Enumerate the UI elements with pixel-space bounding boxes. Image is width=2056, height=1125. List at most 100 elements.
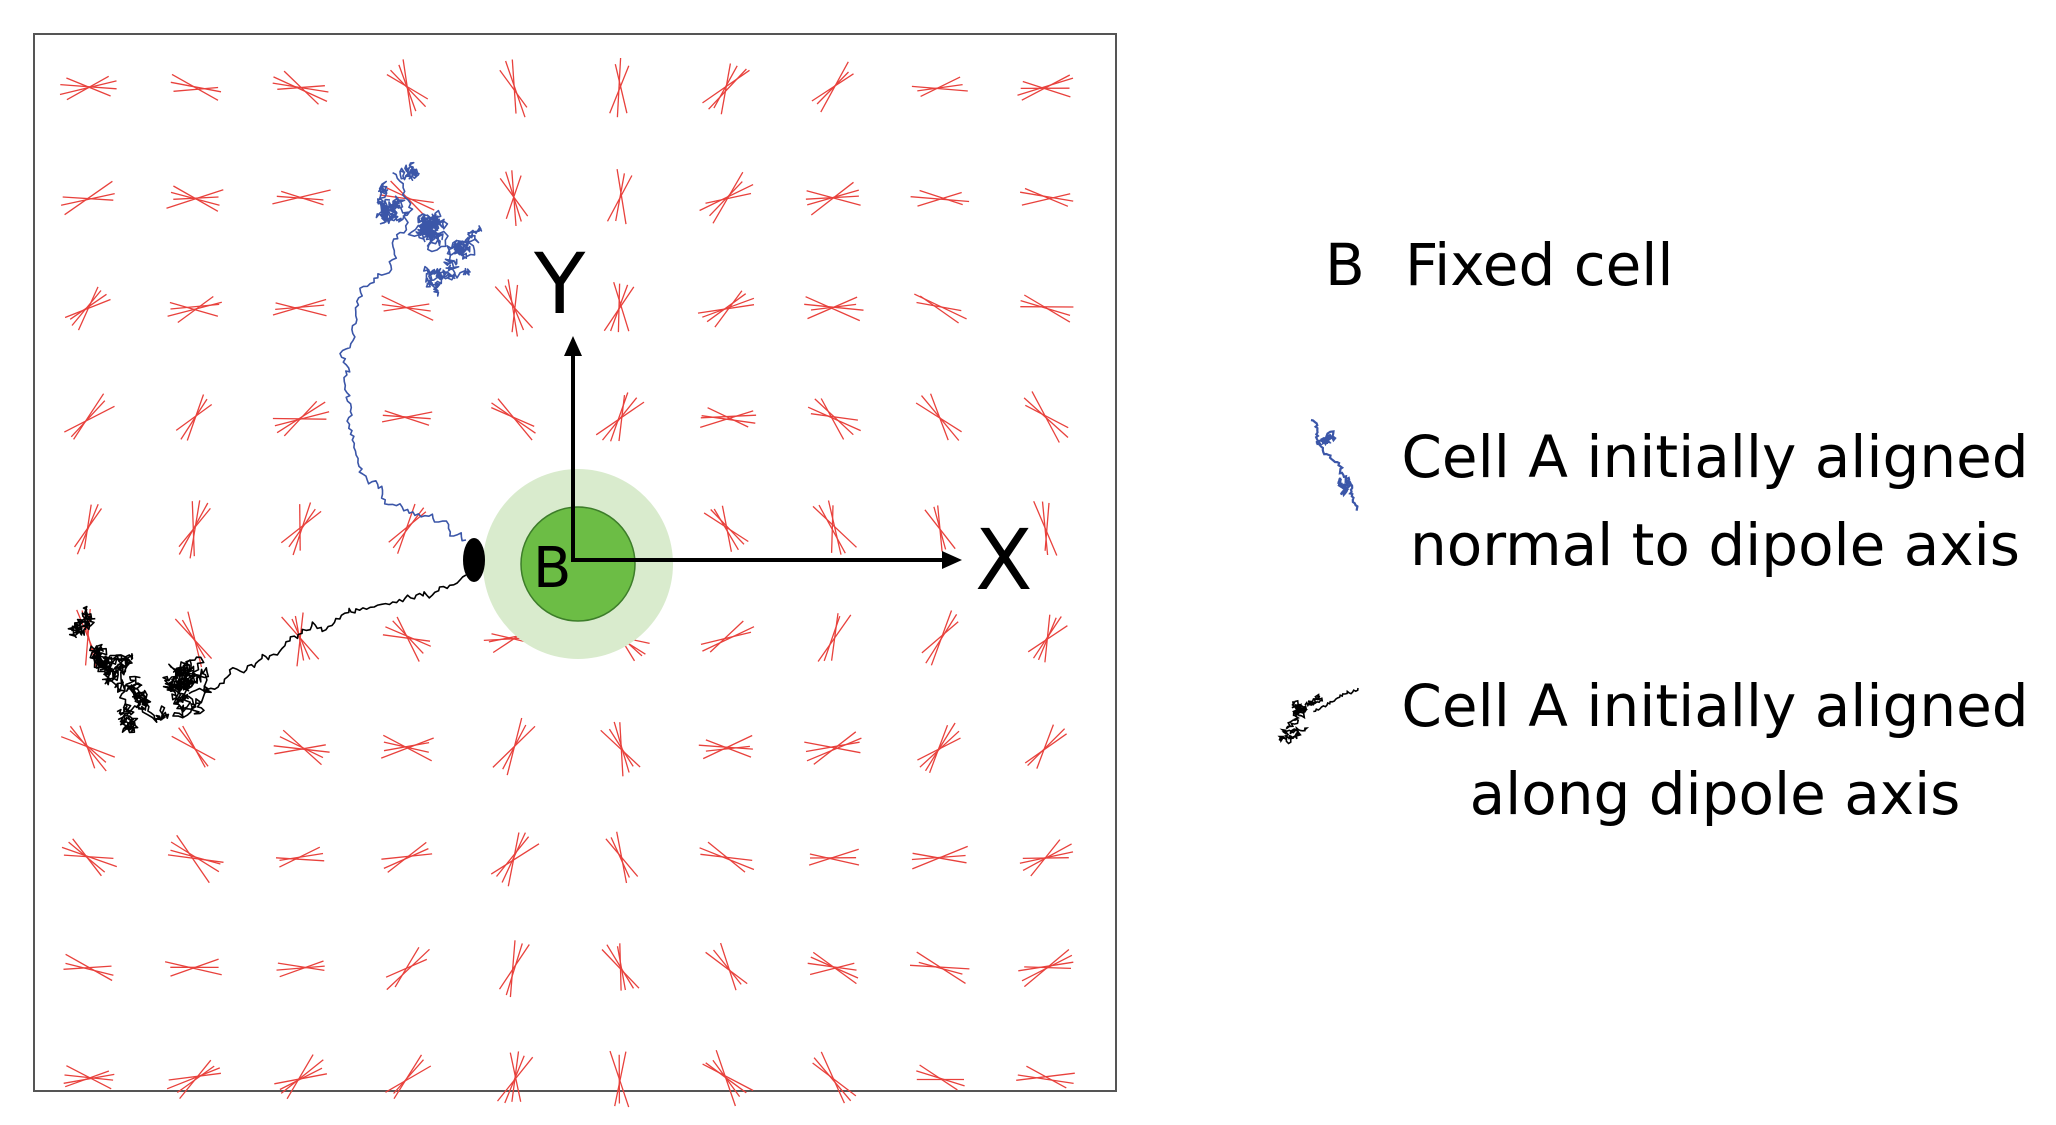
field-line xyxy=(276,401,326,434)
field-marker xyxy=(380,734,434,762)
legend-along: Cell A initially aligned along dipole ax… xyxy=(1365,662,2056,838)
field-line xyxy=(609,65,630,114)
field-marker xyxy=(807,398,861,440)
field-marker xyxy=(917,722,961,774)
field-marker xyxy=(1027,614,1068,663)
field-line xyxy=(393,1059,424,1094)
field-line xyxy=(495,836,530,877)
field-line xyxy=(616,831,628,884)
field-line xyxy=(1024,966,1072,970)
axes: Y X xyxy=(533,235,1033,609)
field-line xyxy=(61,846,118,868)
field-marker xyxy=(698,734,753,760)
field-marker xyxy=(1019,187,1074,207)
field-line xyxy=(712,171,744,224)
field-line xyxy=(83,504,92,550)
field-line xyxy=(296,612,304,667)
field-line xyxy=(699,847,755,871)
field-line xyxy=(168,1072,221,1081)
field-marker xyxy=(609,1050,630,1108)
field-line xyxy=(699,184,754,212)
field-marker xyxy=(1033,500,1058,556)
field-marker xyxy=(381,841,433,873)
legend-normal-icon xyxy=(1310,418,1359,511)
field-line xyxy=(715,1049,737,1107)
field-line xyxy=(62,196,114,201)
field-line xyxy=(504,60,526,118)
field-line xyxy=(69,730,107,763)
field-line xyxy=(1022,857,1069,860)
field-line xyxy=(807,406,861,432)
field-marker xyxy=(811,61,854,113)
y-axis-arrowhead xyxy=(564,336,582,356)
field-marker xyxy=(603,282,635,333)
field-line xyxy=(937,505,943,552)
field-marker xyxy=(498,940,530,998)
field-marker xyxy=(73,503,103,555)
field-marker xyxy=(817,613,852,662)
field-line xyxy=(810,181,854,216)
field-marker xyxy=(804,731,862,765)
field-line xyxy=(804,741,861,754)
field-line xyxy=(600,729,641,768)
field-marker xyxy=(386,59,429,117)
field-marker xyxy=(601,943,640,991)
field-line xyxy=(616,946,627,991)
field-marker xyxy=(490,832,540,887)
orientation-field xyxy=(59,57,1075,1108)
field-line xyxy=(63,965,112,970)
field-line xyxy=(707,841,746,873)
field-line xyxy=(64,298,111,319)
field-line xyxy=(396,616,420,662)
field-line xyxy=(705,739,752,758)
field-marker xyxy=(921,610,959,666)
field-line xyxy=(505,175,522,220)
field-marker xyxy=(812,500,857,555)
field-line xyxy=(273,76,328,102)
field-marker xyxy=(59,75,117,101)
field-line xyxy=(1032,616,1062,659)
field-line xyxy=(705,192,752,204)
field-line xyxy=(701,415,756,424)
field-line xyxy=(919,189,963,206)
field-line xyxy=(381,295,434,321)
field-marker xyxy=(381,410,433,426)
legend-along-icon xyxy=(1277,687,1359,745)
field-line xyxy=(1026,1065,1067,1089)
field-line xyxy=(811,73,854,102)
trajectory-along xyxy=(67,574,467,734)
field-line xyxy=(921,621,959,654)
field-line xyxy=(710,509,745,545)
field-marker xyxy=(700,620,755,653)
field-marker xyxy=(63,1065,115,1090)
field-line xyxy=(73,393,105,440)
field-line xyxy=(812,951,857,985)
field-line xyxy=(492,725,536,768)
field-marker xyxy=(911,76,968,97)
field-line xyxy=(280,510,322,544)
field-line xyxy=(276,195,324,201)
field-line xyxy=(702,69,750,104)
field-marker xyxy=(273,729,330,766)
field-line xyxy=(619,722,624,777)
field-marker xyxy=(272,70,329,105)
field-marker xyxy=(605,831,639,884)
field-line xyxy=(924,722,956,772)
field-marker xyxy=(385,946,430,991)
field-line xyxy=(69,293,107,320)
field-marker xyxy=(166,1059,221,1100)
field-marker xyxy=(60,180,115,216)
field-line xyxy=(702,297,755,318)
field-line xyxy=(912,852,967,864)
field-line xyxy=(170,841,220,873)
field-line xyxy=(1031,391,1060,443)
field-marker xyxy=(491,398,536,441)
field-line xyxy=(169,301,219,317)
field-line xyxy=(919,1064,958,1091)
field-line xyxy=(60,192,115,206)
field-line xyxy=(1017,1074,1074,1085)
field-line xyxy=(272,189,331,205)
field-marker xyxy=(914,293,967,324)
